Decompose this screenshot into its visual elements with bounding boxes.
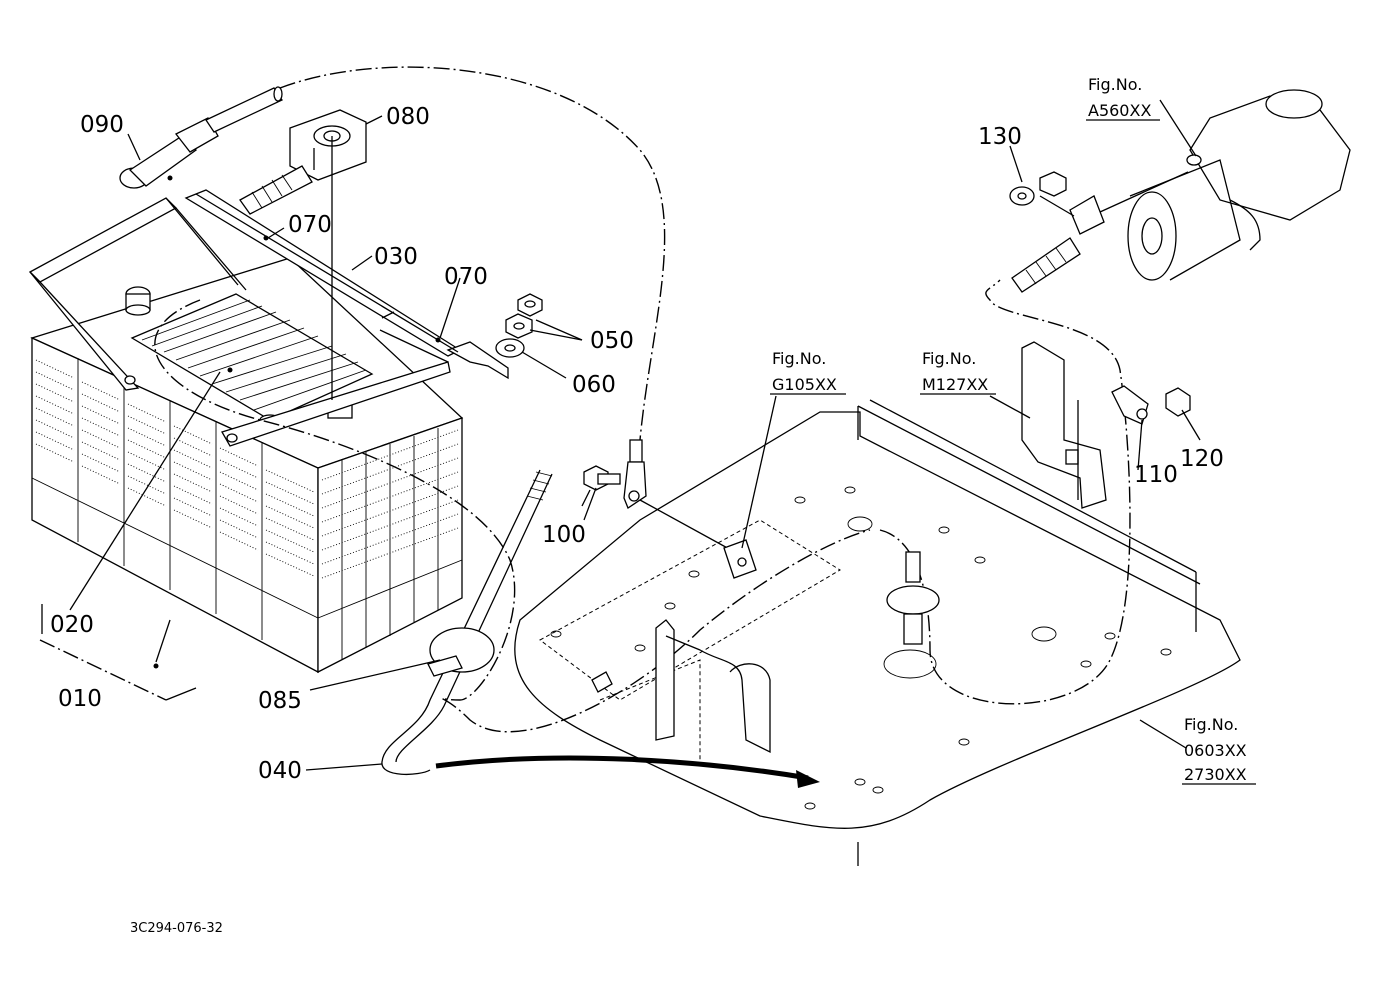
label-070-lower: 070 (444, 264, 488, 290)
label-060: 060 (572, 372, 616, 398)
starter-motor (1099, 89, 1351, 281)
fig-ref-0603-title: Fig.No. (1184, 715, 1238, 734)
vent-hose-040 (381, 469, 820, 788)
label-030: 030 (374, 244, 418, 270)
battery-assembly-bracket (39, 367, 859, 866)
label-120: 120 (1180, 446, 1224, 472)
label-085: 085 (258, 688, 302, 714)
fig-ref-a560-code: A560XX (1088, 101, 1151, 120)
label-080: 080 (386, 104, 430, 130)
ground-terminal-100 (581, 439, 743, 557)
leader-lines (69, 99, 1201, 771)
label-130: 130 (978, 124, 1022, 150)
label-040: 040 (258, 758, 302, 784)
fig-ref-0603-code: 0603XX (1184, 741, 1247, 760)
cable-route-line-2 (154, 299, 871, 733)
relay-bracket (1021, 341, 1191, 509)
label-010: 010 (58, 686, 102, 712)
battery (30, 257, 464, 674)
label-070-upper: 070 (288, 212, 332, 238)
fig-ref-g105-code: G105XX (772, 375, 837, 394)
fig-ref-a560-title: Fig.No. (1088, 75, 1142, 94)
drawing-code: 3C294-076-32 (130, 921, 223, 936)
label-020: 020 (50, 612, 94, 638)
fig-ref-g105-title: Fig.No. (772, 349, 826, 368)
starter-cable-130 (1009, 171, 1105, 293)
fig-ref-m127-code: M127XX (922, 375, 988, 394)
fig-ref-m127-title: Fig.No. (922, 349, 976, 368)
figure-references: Fig.No. A560XX Fig.No. G105XX Fig.No. M1… (770, 75, 1256, 785)
cable-route-line (279, 66, 666, 441)
nuts-050-washer-060 (495, 293, 583, 379)
label-100: 100 (542, 522, 586, 548)
positive-terminal-080 (239, 109, 367, 400)
label-090: 090 (80, 112, 124, 138)
battery-rods (184, 189, 509, 380)
negative-cable-090 (119, 86, 283, 189)
label-110: 110 (1134, 462, 1178, 488)
part-number-labels: 090 080 070 030 070 050 060 130 100 110 … (50, 104, 1224, 784)
fig-ref-2730-code: 2730XX (1184, 765, 1247, 784)
label-050: 050 (590, 328, 634, 354)
base-plate (514, 399, 1241, 829)
cable-route-line-3 (879, 279, 1131, 705)
